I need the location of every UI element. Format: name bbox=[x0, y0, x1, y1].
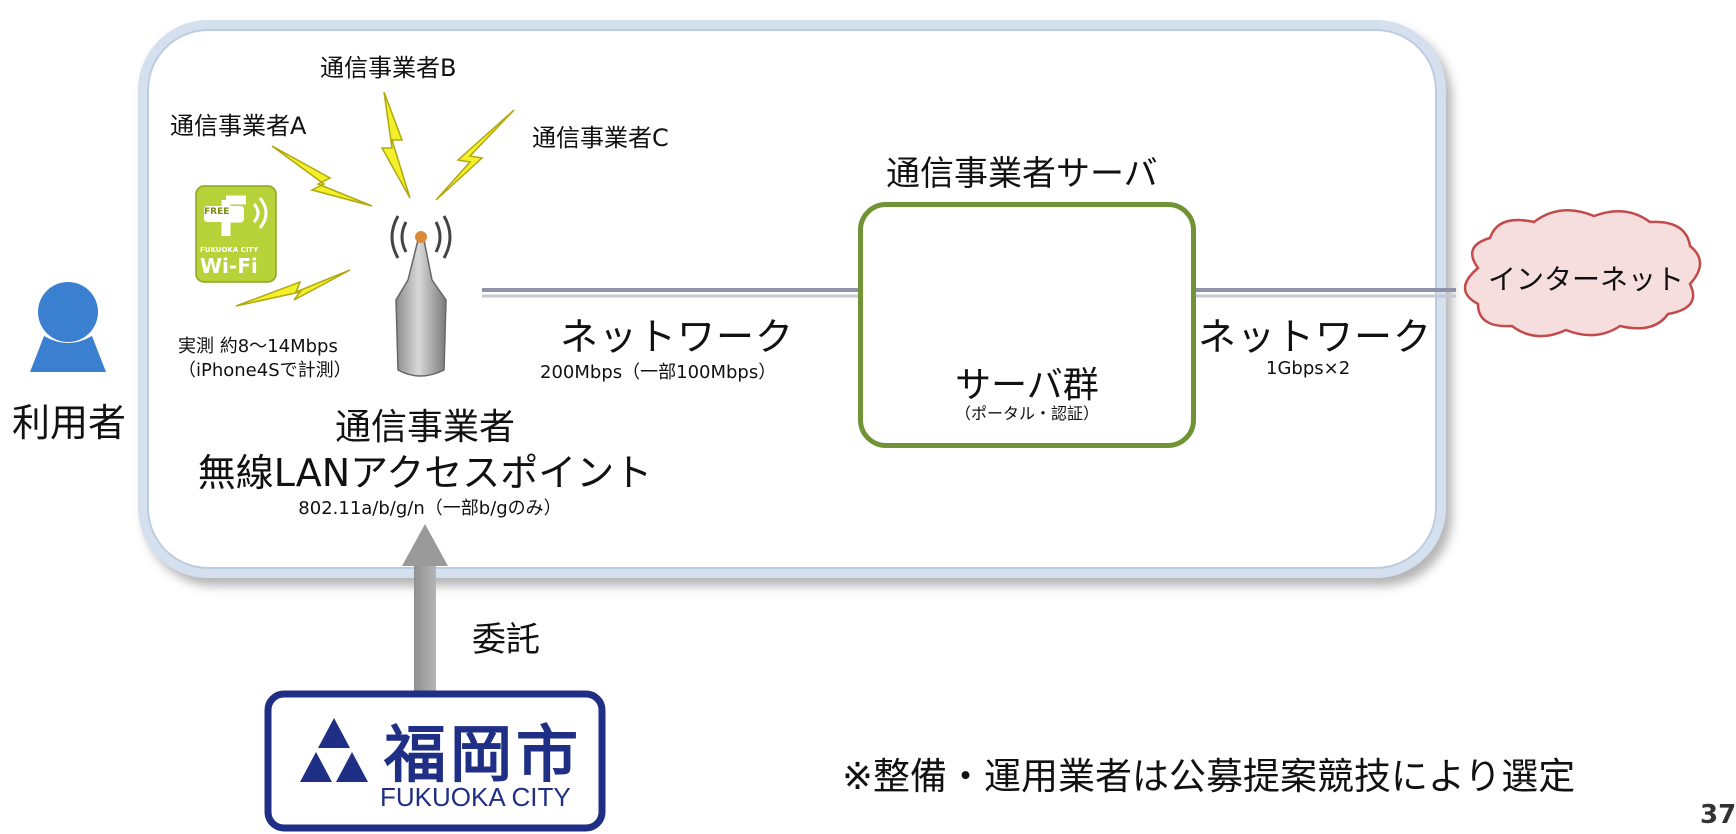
access-point-spec: 802.11a/b/g/n（一部b/gのみ） bbox=[298, 498, 562, 519]
network-frame bbox=[138, 20, 1446, 578]
speed-measured: 実測 約8～14Mbps bbox=[178, 336, 338, 357]
network-line-left bbox=[482, 288, 918, 298]
access-point-label-1: 通信事業者 bbox=[334, 407, 515, 448]
server-box bbox=[858, 202, 1196, 448]
access-point-label-2: 無線LANアクセスポイント bbox=[197, 451, 653, 495]
access-point-icon bbox=[390, 215, 452, 377]
city-logo-name: 福岡市 bbox=[384, 718, 583, 791]
cloud-icon bbox=[1463, 209, 1702, 338]
speed-device: （iPhone4Sで計測） bbox=[178, 360, 352, 381]
city-logo-en: FUKUOKA CITY bbox=[380, 782, 571, 812]
page-number: 37 bbox=[1700, 800, 1736, 830]
server-heading: 通信事業者サーバ bbox=[886, 154, 1158, 194]
network-left-speed: 200Mbps（一部100Mbps） bbox=[540, 362, 777, 383]
carrier-a-label: 通信事業者A bbox=[170, 112, 307, 140]
network-line-right bbox=[1144, 288, 1456, 298]
fukuoka-wifi-logo bbox=[195, 185, 277, 283]
wifi-logo-city: FUKUOKA CITY bbox=[200, 246, 259, 254]
carrier-b-label: 通信事業者B bbox=[320, 54, 457, 82]
fukuoka-city-logo bbox=[264, 690, 606, 832]
server-sub: （ポータル・認証） bbox=[954, 404, 1099, 423]
consign-arrow bbox=[402, 524, 448, 692]
carrier-c-label: 通信事業者C bbox=[532, 124, 669, 152]
wifi-logo-wifi: Wi-Fi bbox=[200, 254, 258, 278]
selection-note: ※整備・運用業者は公募提案競技により選定 bbox=[842, 755, 1576, 798]
internet-label: インターネット bbox=[1487, 263, 1684, 296]
lightning-icon bbox=[235, 91, 515, 307]
consign-label: 委託 bbox=[472, 620, 540, 660]
wifi-logo-free: FREE bbox=[204, 207, 230, 217]
network-right-label: ネットワーク bbox=[1198, 315, 1433, 359]
server-label: サーバ群 bbox=[955, 365, 1099, 406]
network-left-label: ネットワーク bbox=[560, 315, 795, 359]
network-right-speed: 1Gbps×2 bbox=[1266, 358, 1351, 379]
user-label: 利用者 bbox=[12, 401, 127, 445]
user-icon bbox=[30, 282, 106, 372]
